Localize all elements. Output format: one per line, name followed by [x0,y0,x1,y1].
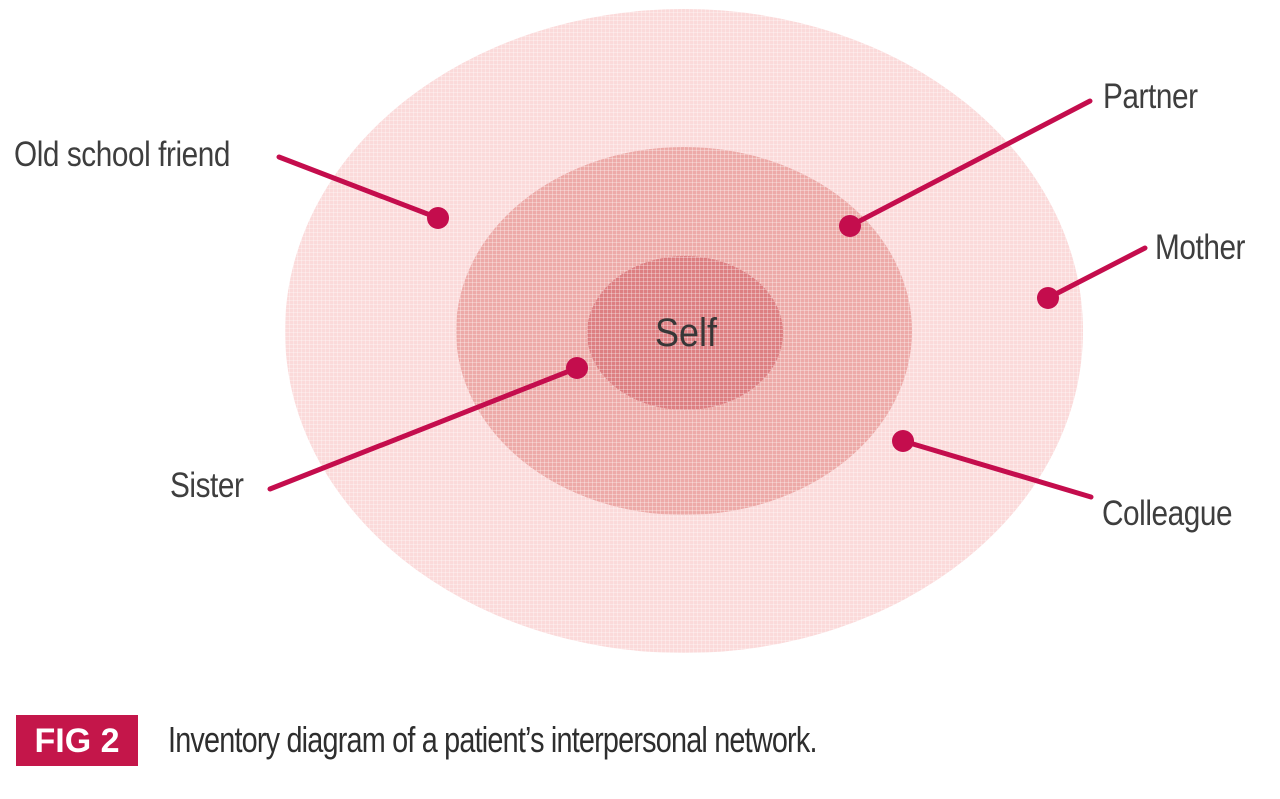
callout-partner: Partner [1103,79,1214,114]
self-label: Self [652,313,721,353]
connector-dot-mother [1037,287,1059,309]
callout-colleague: Colleague [1102,496,1255,531]
connector-line-partner [847,98,1093,229]
callout-old-school-friend: Old school friend [14,137,268,172]
self-label-text: Self [654,311,718,355]
callout-mother-text: Mother [1155,228,1246,267]
connector-line-mother [1045,245,1148,301]
callout-partner-text: Partner [1103,77,1198,116]
figure-caption: Inventory diagram of a patient’s interpe… [168,722,979,758]
connector-dot-sister [566,357,588,379]
connector-line-sister [267,365,580,492]
figure-badge-text: FIG 2 [34,721,120,760]
self-ring [587,256,783,410]
connector-dot-old-school-friend [427,207,449,229]
connector-line-old-school-friend [276,154,441,221]
figure-badge: FIG 2 [16,715,138,766]
connector-line-colleague [900,438,1094,500]
connector-dot-partner [839,215,861,237]
middle-network-ring [456,147,912,515]
callout-sister-text: Sister [170,466,244,505]
figure-caption-text: Inventory diagram of a patient’s interpe… [168,719,817,760]
callout-sister: Sister [170,468,256,503]
callout-colleague-text: Colleague [1102,494,1233,533]
callout-old-school-friend-text: Old school friend [14,135,231,174]
connector-dot-colleague [892,430,914,452]
callout-mother: Mother [1155,230,1261,265]
